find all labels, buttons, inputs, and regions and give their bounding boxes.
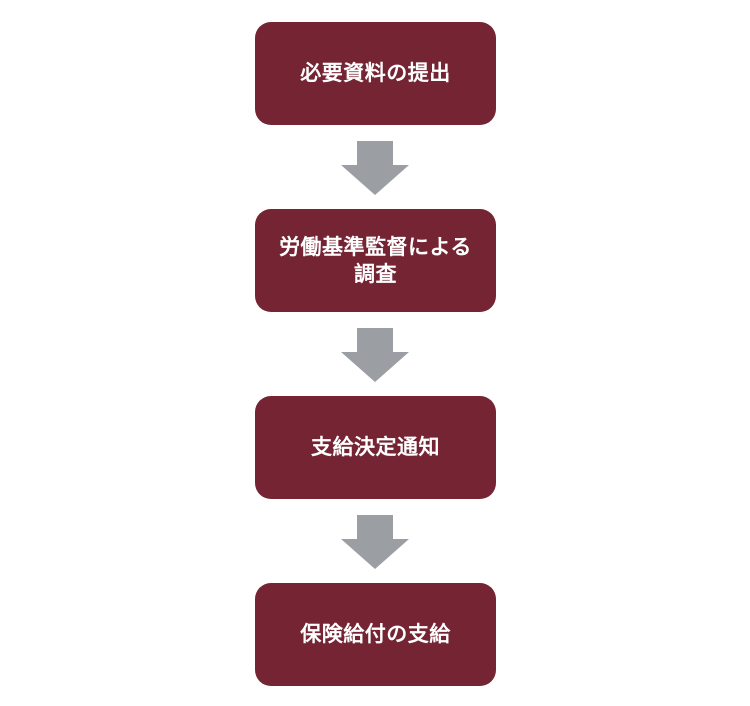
arrow-down-icon <box>341 141 409 195</box>
arrow-down-icon-shape <box>341 328 409 382</box>
arrow-down-icon <box>341 515 409 569</box>
step-1-submit-documents: 必要資料の提出 <box>255 22 496 125</box>
step-2-label: 労働基準監督による調査 <box>279 235 472 286</box>
arrow-down-icon <box>341 328 409 382</box>
step-4-benefit-payment: 保険給付の支給 <box>255 583 496 686</box>
step-1-label: 必要資料の提出 <box>300 61 451 86</box>
step-3-label: 支給決定通知 <box>311 435 440 460</box>
step-4-label: 保険給付の支給 <box>300 622 451 647</box>
step-2-labor-inspection: 労働基準監督による調査 <box>255 209 496 312</box>
arrow-down-icon-shape <box>341 141 409 195</box>
arrow-down-icon-shape <box>341 515 409 569</box>
step-3-payment-decision-notice: 支給決定通知 <box>255 396 496 499</box>
